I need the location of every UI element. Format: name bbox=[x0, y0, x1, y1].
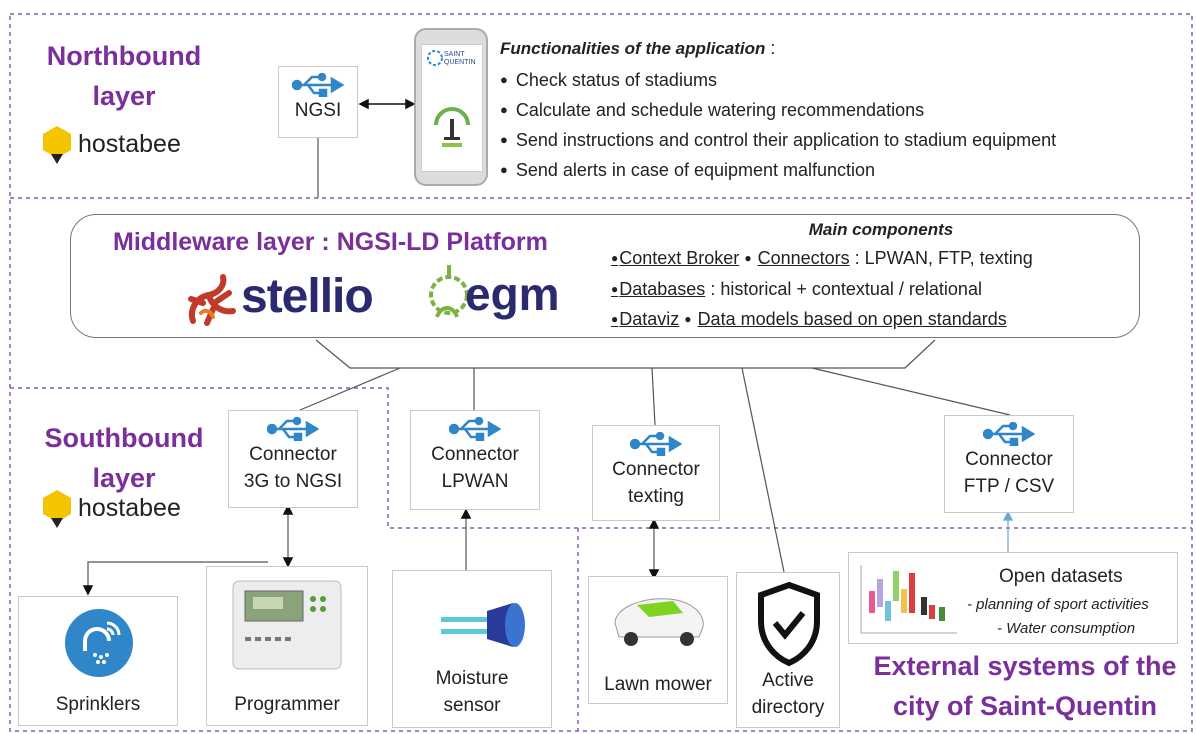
line-to-active-directory bbox=[741, 367, 785, 573]
sprinkler-icon bbox=[65, 609, 133, 677]
northbound-title: Northbound layer bbox=[46, 41, 202, 111]
moisture-sensor-label: Moisture sensor bbox=[435, 668, 509, 716]
ngsi-box: NGSI bbox=[278, 66, 358, 138]
hexagon-bee-icon bbox=[43, 126, 71, 164]
middleware-bracket bbox=[315, 339, 936, 369]
components-row-2: Databases : historical + contextual / re… bbox=[611, 274, 1131, 305]
main-components: Main components Context Broker Connector… bbox=[611, 217, 1131, 335]
southbound-border bbox=[10, 387, 1192, 529]
gecko-icon bbox=[188, 274, 236, 326]
components-row-3: Dataviz Data models based on open standa… bbox=[611, 304, 1131, 335]
irrigation-controller-icon bbox=[232, 580, 342, 670]
smartphone: SAINT QUENTIN bbox=[414, 28, 488, 186]
connector-3g-ngsi: Connector 3G to NGSI bbox=[228, 410, 358, 508]
moisture-sensor-box: Moisture sensor bbox=[392, 570, 552, 728]
usb-icon bbox=[292, 73, 344, 97]
city-logo-icon bbox=[427, 50, 443, 66]
programmer-box: Programmer bbox=[206, 566, 368, 726]
dataset-chart-thumbnail bbox=[860, 565, 957, 634]
usb-icon bbox=[449, 417, 501, 441]
lawn-mower-box: Lawn mower bbox=[588, 576, 728, 704]
southbound-title: Southbound layer bbox=[44, 423, 204, 493]
active-directory-label: Active directory bbox=[751, 670, 825, 718]
hostabee-logo-south: hostabee bbox=[40, 488, 181, 533]
functionalities-panel: Functionalities of the application : Che… bbox=[500, 36, 1180, 185]
line-to-ftp bbox=[811, 367, 1011, 416]
shield-check-icon bbox=[758, 581, 820, 667]
functionality-item: Calculate and schedule watering recommen… bbox=[500, 95, 1180, 125]
sprinklers-box: Sprinklers bbox=[18, 596, 178, 726]
middleware-box: Middleware layer : NGSI-LD Platform stel… bbox=[70, 214, 1140, 338]
outer-dashed-border bbox=[9, 13, 1193, 732]
hexagon-bee-icon bbox=[43, 490, 71, 528]
functionalities-title: Functionalities of the application bbox=[500, 39, 766, 58]
usb-icon bbox=[267, 417, 319, 441]
middleware-title: Middleware layer : NGSI-LD Platform bbox=[113, 228, 548, 256]
moisture-sensor-icon bbox=[441, 603, 525, 647]
connector-ftp-csv: Connector FTP / CSV bbox=[944, 415, 1074, 513]
line-to-3g bbox=[299, 367, 401, 411]
connector-lpwan: Connector LPWAN bbox=[410, 410, 540, 510]
phone-screen: SAINT QUENTIN bbox=[421, 44, 483, 172]
components-row-1: Context Broker Connectors : LPWAN, FTP, … bbox=[611, 243, 1131, 274]
external-systems-title: External systems of the city of Saint-Qu… bbox=[873, 651, 1177, 721]
hostabee-logo-north: hostabee bbox=[40, 124, 181, 169]
active-directory-box: Active directory bbox=[736, 572, 840, 728]
watering-app-icon bbox=[434, 107, 470, 147]
functionality-item: Send alerts in case of equipment malfunc… bbox=[500, 155, 1180, 185]
usb-icon bbox=[630, 432, 682, 456]
functionality-item: Send instructions and control their appl… bbox=[500, 125, 1180, 155]
usb-icon bbox=[983, 422, 1035, 446]
robot-mower-icon bbox=[614, 598, 704, 646]
line-to-texting bbox=[651, 367, 656, 426]
open-datasets-box: Open datasets - planning of sport activi… bbox=[848, 552, 1178, 644]
functionality-item: Check status of stadiums bbox=[500, 65, 1180, 95]
programmer-to-sprinklers-line bbox=[87, 561, 268, 590]
connector-texting: Connector texting bbox=[592, 425, 720, 521]
egm-globe-icon bbox=[429, 265, 469, 318]
main-components-title: Main components bbox=[808, 220, 954, 239]
